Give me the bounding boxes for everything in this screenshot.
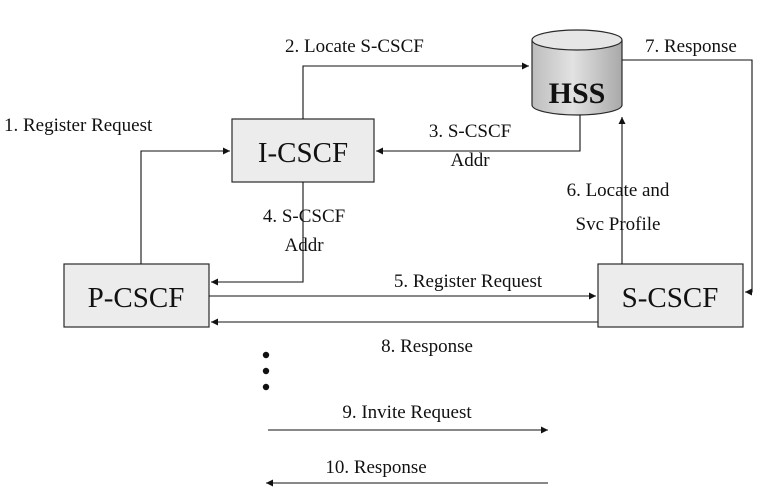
- msg-1-label: 1. Register Request: [4, 115, 153, 136]
- hss-label: HSS: [549, 77, 606, 110]
- msg-2-label: 2. Locate S-CSCF: [285, 36, 424, 57]
- msg-3-line-1: 3. S-CSCF: [429, 121, 511, 142]
- ellipsis-dots: [262, 351, 270, 391]
- arrow-scscf-addr-4: [211, 182, 304, 286]
- msg-4-line-1: 4. S-CSCF: [263, 206, 345, 227]
- arrow-register-request-1: [140, 147, 230, 264]
- p-cscf-label: P-CSCF: [88, 282, 185, 314]
- hss-cylinder-top: [531, 29, 623, 51]
- msg-6-line-1: 6. Locate and: [567, 180, 670, 201]
- msg-4-line-2: Addr: [284, 235, 324, 256]
- arrow-scscf-addr-3: [376, 115, 581, 155]
- msg-3-line-2: Addr: [450, 150, 490, 171]
- i-cscf-box: [231, 118, 375, 183]
- s-cscf-box: [597, 263, 744, 328]
- hss-database: HSS: [531, 29, 623, 116]
- arrow-locate-scscf-2: [302, 62, 529, 119]
- msg-10-label: 10. Response: [325, 457, 426, 478]
- p-cscf-box: [63, 263, 210, 328]
- arrow-response-7: [622, 59, 753, 296]
- msg-6-line-2: Svc Profile: [576, 214, 661, 235]
- msg-9-label: 9. Invite Request: [342, 402, 472, 423]
- i-cscf-label: I-CSCF: [258, 137, 348, 169]
- msg-8-label: 8. Response: [381, 336, 473, 357]
- msg-7-label: 7. Response: [645, 36, 737, 57]
- hss-cylinder-body: [531, 40, 623, 116]
- msg-5-label: 5. Register Request: [394, 271, 543, 292]
- s-cscf-label: S-CSCF: [622, 282, 719, 314]
